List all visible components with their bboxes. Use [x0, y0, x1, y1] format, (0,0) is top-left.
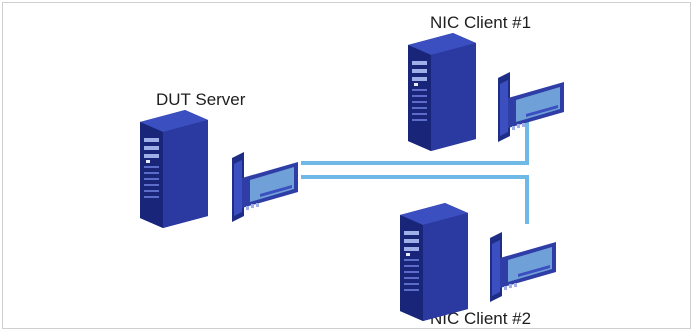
- dut-server-label: DUT Server: [156, 90, 246, 109]
- nic-client-2-node: [400, 203, 556, 321]
- diagram-frame: [2, 2, 691, 329]
- network-links: [301, 115, 529, 224]
- nic-client-2-label: NIC Client #2: [430, 309, 532, 328]
- client-2-nic-icon: [490, 232, 556, 302]
- client-1-nic-icon: [498, 72, 564, 142]
- link-to-client-1: [301, 115, 529, 165]
- dut-server-node: [140, 110, 298, 228]
- dut-server-icon: [140, 110, 208, 228]
- dut-server-nic-icon: [232, 152, 298, 222]
- link-to-client-2: [301, 175, 529, 224]
- nic-client-1-label: NIC Client #1: [430, 13, 532, 32]
- client-1-server-icon: [408, 33, 476, 151]
- client-2-server-icon: [400, 203, 468, 321]
- nic-client-1-node: [408, 33, 564, 151]
